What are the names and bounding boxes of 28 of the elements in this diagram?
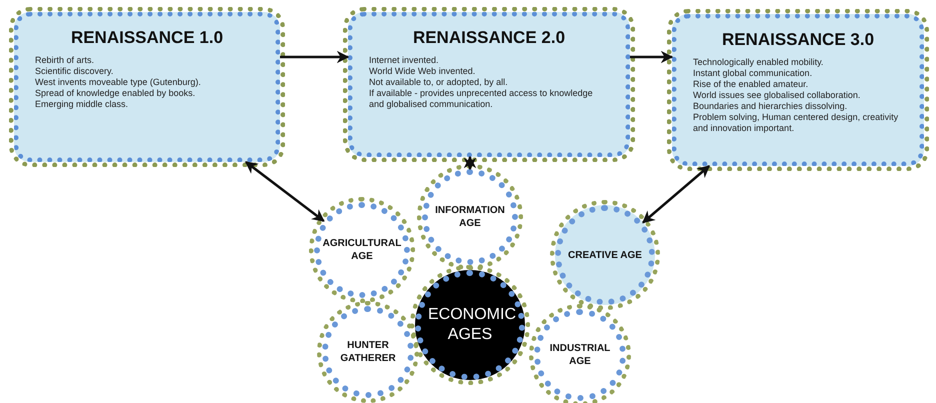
box-text: Rise of the enabled amateur.: [693, 78, 810, 90]
box-text: Scientific discovery.: [35, 66, 114, 76]
box-text: West invents moveable type (Gutenburg).: [35, 76, 202, 88]
box-text: Emerging middle class.: [35, 98, 130, 110]
box-heading: RENAISSANCE 3.0: [720, 29, 876, 51]
box-heading: RENAISSANCE 1.0: [70, 27, 224, 49]
arrow: [464, 156, 476, 170]
box-text: Instant global communication.: [693, 68, 814, 78]
arrow: [630, 50, 674, 64]
circle-label: CREATIVE AGE: [567, 248, 643, 262]
box-text: Internet invented.: [369, 54, 440, 66]
box-text: Problem solving, Human centered design, creativity and innovation important.: [693, 112, 900, 134]
circle-label: INFORMATION AGE: [434, 204, 506, 230]
circle-label: HUNTER GATHERER: [339, 339, 397, 365]
box-text: Boundaries and hierarchies dissolving.: [693, 100, 848, 112]
circle-label: INDUSTRIAL AGE: [548, 342, 612, 368]
box-text: Not available to, or adopted, by all.: [369, 76, 509, 88]
box-text: Rebirth of arts.: [35, 54, 96, 66]
arrow: [244, 161, 325, 222]
arrow: [280, 50, 350, 64]
arrow: [642, 165, 710, 224]
circle-label: AGRICULTURAL AGE: [322, 237, 402, 263]
box-text: World issues see globalised collaboration.: [693, 90, 862, 100]
box-heading: RENAISSANCE 2.0: [412, 27, 566, 49]
box-text: If available - provides unprecented access to knowledge and globalised communication.: [369, 88, 594, 110]
box-text: Spread of knowledge enabled by books.: [35, 88, 196, 98]
box-text: Technologically enabled mobility.: [693, 56, 824, 68]
box-text: World Wide Web invented.: [369, 66, 476, 76]
